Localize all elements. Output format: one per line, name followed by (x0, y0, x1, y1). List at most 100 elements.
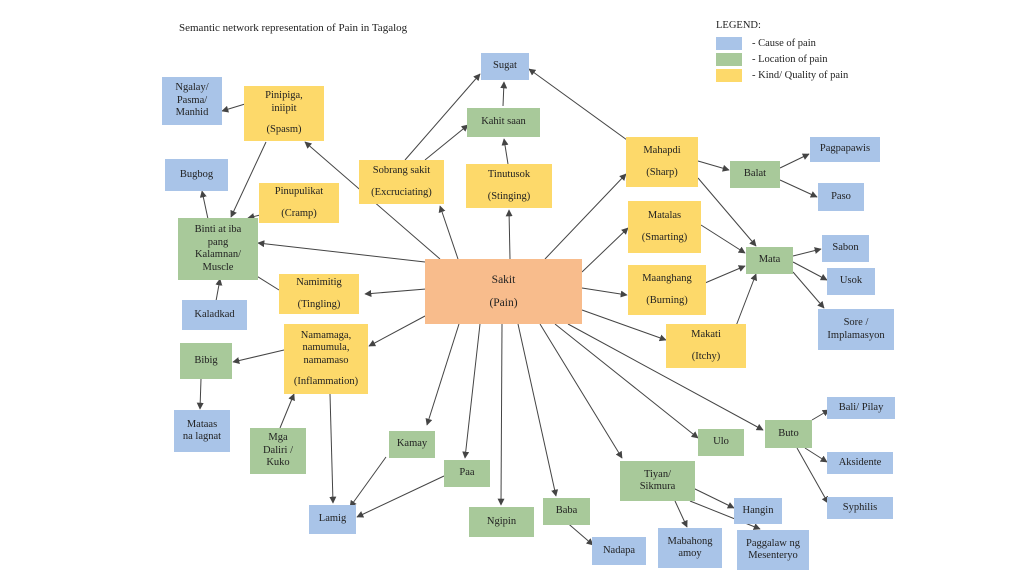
node-tiyan: Tiyan/ Sikmura (620, 461, 695, 501)
edge-arrow (700, 224, 746, 254)
node-pinipiga: Pinipiga, iniipit (Spasm) (244, 86, 324, 141)
edge-arrow (368, 315, 426, 347)
node-label: Mabahong (667, 535, 713, 547)
node-label: Matalas (647, 210, 682, 221)
edge-arrow (349, 456, 387, 508)
node-label: Pinupulikat (274, 186, 324, 197)
node-mahapdi: Mahapdi (Sharp) (626, 137, 698, 187)
node-label-gloss: (Excruciating) (371, 186, 432, 198)
edge-arrow (704, 265, 746, 284)
node-ulo: Ulo (698, 429, 744, 456)
node-label: Pagpapawis (819, 143, 871, 155)
edge-arrow (196, 378, 204, 410)
edge-arrow (356, 475, 445, 518)
node-buto: Buto (765, 420, 812, 448)
edge-arrow (257, 240, 426, 263)
node-mata: Mata (746, 247, 793, 274)
node-label: Syphilis (842, 501, 878, 513)
node-label: Mahapdi (643, 145, 681, 156)
node-paggalaw: Paggalaw ng Mesenteryo (737, 530, 809, 570)
node-bali: Bali/ Pilay (827, 397, 895, 419)
node-label: Sakit (491, 274, 516, 286)
edge-arrow (692, 487, 735, 509)
node-label-gloss: (Cramp) (281, 207, 317, 219)
edge-arrow (221, 103, 246, 113)
node-label: Balat (743, 168, 767, 180)
legend-item-location: - Location of pain (716, 53, 916, 66)
node-label-line2: namumula, (302, 342, 350, 353)
node-syphilis: Syphilis (827, 497, 893, 519)
node-label: Sore / (843, 317, 869, 328)
edge-arrow (792, 247, 822, 257)
node-label-line2: na lagnat (182, 431, 222, 442)
edge-arrow (425, 323, 460, 426)
edge-arrow (501, 138, 509, 165)
node-sore: Sore / Implamasyon (818, 309, 894, 350)
node-ngalay: Ngalay/ Pasma/ Manhid (162, 77, 222, 125)
legend-swatch-kind (716, 69, 742, 82)
node-label-line2: pang (207, 236, 229, 248)
node-label: Usok (839, 275, 863, 287)
node-namamaga: Namamaga, namumula, namamaso (Inflammati… (284, 324, 368, 394)
node-label: Binti at iba (194, 224, 242, 235)
node-label-gloss: (Itchy) (691, 350, 721, 362)
node-label: Bibig (194, 354, 218, 366)
node-label: Sabon (832, 242, 859, 254)
node-label-gloss: (Pain) (489, 297, 518, 309)
node-label-line3: Manhid (175, 107, 209, 119)
edge-arrow (438, 205, 459, 260)
edge-arrow (528, 68, 628, 141)
node-label: Paso (831, 190, 851, 202)
node-balat: Balat (730, 161, 780, 188)
node-label: Lamig (318, 513, 347, 525)
node-sugat: Sugat (481, 53, 529, 80)
edge-arrow (517, 323, 559, 497)
node-bibig: Bibig (180, 343, 232, 379)
node-label: Hangin (742, 504, 774, 516)
node-nadapa: Nadapa (592, 537, 646, 565)
node-label-line2: Pasma/ (176, 94, 208, 106)
node-label: Kamay (396, 438, 428, 450)
node-label: Paa (459, 467, 475, 479)
edge-arrow (544, 173, 627, 260)
edge-arrow (581, 287, 628, 298)
node-usok: Usok (827, 268, 875, 295)
node-label: Aksidente (838, 456, 882, 468)
edge-arrow (697, 177, 757, 247)
node-label-line2: amoy (678, 548, 702, 559)
legend-swatch-location (716, 53, 742, 66)
node-baba: Baba (543, 498, 590, 525)
node-label: Mataas (186, 418, 218, 430)
node-namimitig: Namimitig (Tingling) (279, 274, 359, 314)
node-label: Tiyan/ (643, 468, 672, 480)
node-label-line3: namamaso (303, 354, 349, 366)
edge-arrow (792, 271, 825, 309)
node-aksidente: Aksidente (827, 452, 893, 474)
node-sabon: Sabon (822, 235, 869, 262)
node-label-line2: Implamasyon (827, 329, 885, 341)
node-label: Kaladkad (194, 308, 235, 320)
edge-arrow (279, 393, 295, 429)
edge-arrow (697, 160, 730, 172)
node-pagpapawis: Pagpapawis (810, 137, 880, 162)
node-label-gloss: (Spasm) (266, 124, 302, 136)
node-label: Sobrang sakit (372, 165, 431, 176)
diagram-title: Semantic network representation of Pain … (179, 22, 408, 34)
node-label: Ngipin (486, 515, 517, 527)
node-label-gloss: (Burning) (646, 294, 688, 306)
node-label: Pinipiga, (265, 90, 303, 102)
node-paa: Paa (444, 460, 490, 487)
legend-item-kind: - Kind/ Quality of pain (716, 69, 916, 82)
node-kamay: Kamay (389, 431, 435, 458)
node-label-gloss: (Smarting) (641, 231, 688, 243)
node-label: Maanghang (642, 273, 692, 284)
node-lamig: Lamig (309, 505, 356, 534)
node-label: Tinutusok (487, 169, 531, 180)
node-label: Ulo (713, 436, 729, 448)
legend-swatch-cause (716, 37, 742, 50)
node-label-line4: Muscle (202, 261, 234, 273)
node-sakit: Sakit (Pain) (425, 259, 582, 324)
legend-item-cause: - Cause of pain (716, 37, 916, 50)
legend-label-location: - Location of pain (752, 54, 828, 65)
edge-arrow (779, 179, 818, 198)
